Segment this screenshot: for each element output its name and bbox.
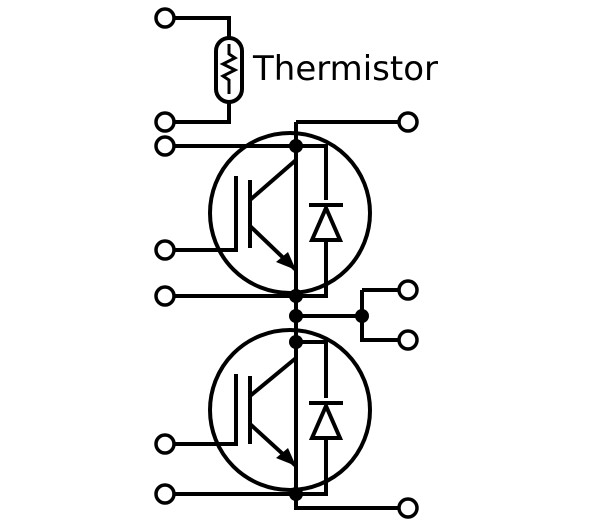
- thermistor-terminal-bottom[interactable]: [154, 111, 176, 133]
- upper-collector-junction: [289, 139, 303, 153]
- dc-plus-terminal[interactable]: [397, 111, 419, 133]
- upper-gate-terminal[interactable]: [154, 239, 176, 261]
- upper-diode-triangle: [308, 203, 344, 242]
- upper-diode-icon: [296, 144, 344, 298]
- lower-emitter-aux-terminal[interactable]: [154, 483, 176, 505]
- upper-emitter-aux-terminal[interactable]: [154, 285, 176, 307]
- lower-igbt-circle: [208, 328, 372, 492]
- midpoint-node: [172, 288, 408, 342]
- lower-gate-terminal[interactable]: [154, 433, 176, 455]
- thermistor-label: Thermistor: [252, 49, 438, 89]
- upper-igbt-collector-leg: [248, 158, 298, 202]
- ac-output-terminal-2[interactable]: [397, 329, 419, 351]
- upper-igbt-gate-lead: [165, 248, 238, 252]
- lower-diode-triangle: [308, 401, 344, 440]
- lower-igbt-collector-leg: [248, 356, 298, 398]
- thermistor: Thermistor: [174, 16, 438, 124]
- lower-diode-wire-top: [296, 340, 328, 398]
- lower-igbt-module: [165, 316, 408, 510]
- terminals: [154, 7, 419, 519]
- thermistor-wire-bottom: [174, 102, 231, 124]
- lower-igbt-icon: [165, 356, 298, 494]
- upper-igbt-icon: [165, 158, 298, 296]
- upper-diode-wire-bottom: [296, 242, 328, 298]
- lower-emitter-rail: [294, 494, 408, 510]
- dc-minus-terminal[interactable]: [397, 497, 419, 519]
- lower-diode-icon: [296, 340, 344, 496]
- lower-igbt-emitter-arrow: [276, 448, 296, 466]
- ac-output-terminal-1[interactable]: [397, 279, 419, 301]
- thermistor-zigzag: [219, 44, 239, 94]
- upper-diode-wire-top: [296, 144, 328, 200]
- thermistor-wire-top: [174, 16, 231, 38]
- lower-emitter-junction: [289, 487, 303, 501]
- lower-collector-junction: [289, 335, 303, 349]
- upper-igbt-emitter-arrow: [276, 252, 296, 270]
- upper-igbt-module: [165, 120, 408, 314]
- upper-emitter-junction: [289, 289, 303, 303]
- upper-collector-aux-terminal[interactable]: [154, 135, 176, 157]
- lower-diode-wire-bottom: [296, 440, 328, 496]
- thermistor-terminal-top[interactable]: [154, 7, 176, 29]
- midpoint-fork-junction: [355, 309, 369, 323]
